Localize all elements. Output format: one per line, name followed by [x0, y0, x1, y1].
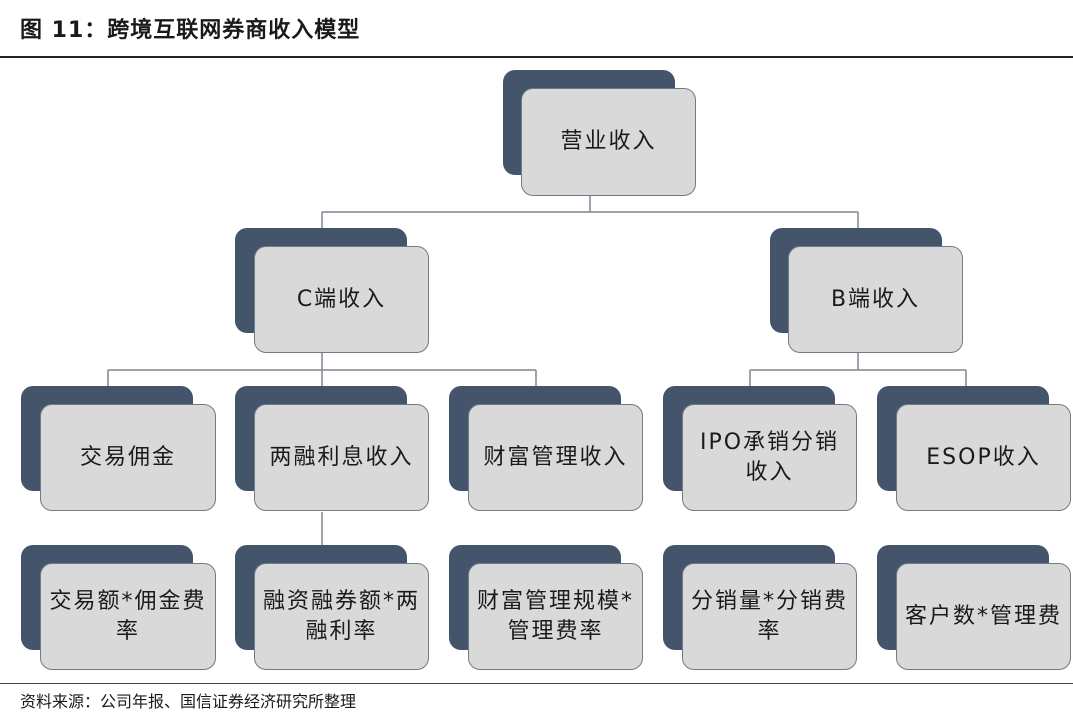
title-divider: [0, 56, 1073, 58]
node-label: 分销量*分销费率: [682, 563, 857, 670]
node-label: B端收入: [788, 246, 963, 353]
node-label: IPO承销分销收入: [682, 404, 857, 511]
node-label: 交易佣金: [40, 404, 216, 511]
node-label: 财富管理收入: [468, 404, 643, 511]
node-label: C端收入: [254, 246, 429, 353]
node-label: 客户数*管理费: [896, 563, 1071, 670]
node-label: 交易额*佣金费率: [40, 563, 216, 670]
figure-title: 图 11：跨境互联网券商收入模型: [20, 18, 361, 43]
node-label: 营业收入: [521, 88, 696, 196]
source-divider: [0, 683, 1073, 684]
node-label: 财富管理规模*管理费率: [468, 563, 643, 670]
source-note: 资料来源：公司年报、国信证券经济研究所整理: [20, 692, 357, 711]
node-label: 融资融券额*两融利率: [254, 563, 429, 670]
node-label: 两融利息收入: [254, 404, 429, 511]
node-label: ESOP收入: [896, 404, 1071, 511]
